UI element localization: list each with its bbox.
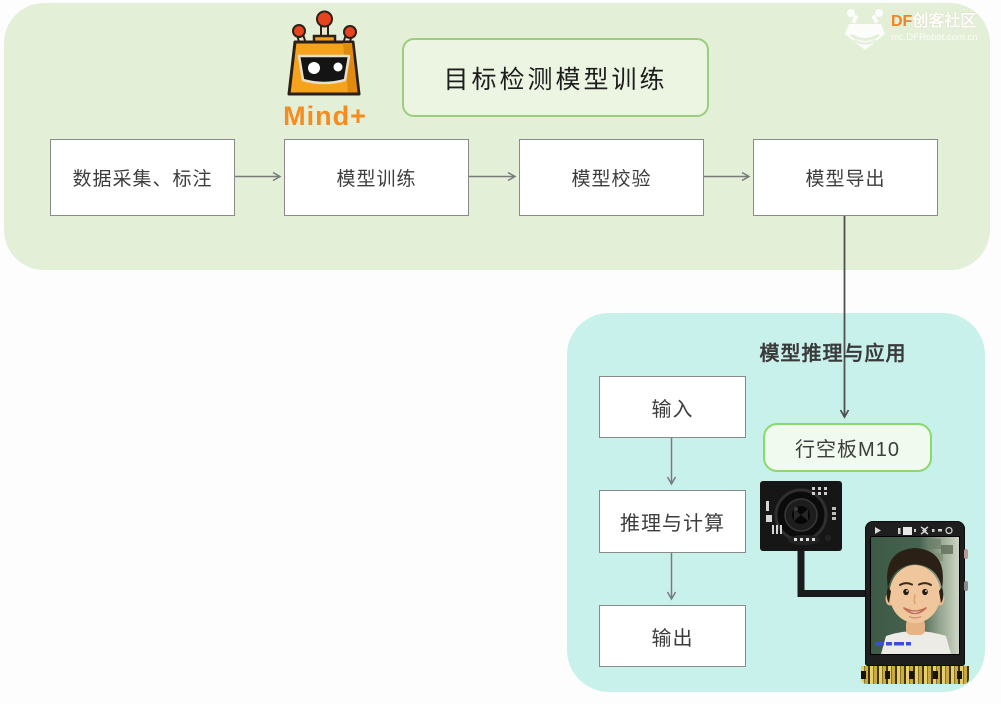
device-side-port: [964, 581, 968, 591]
watermark-brand: DF创客社区: [891, 12, 978, 32]
camera-module-image: [760, 481, 842, 551]
step-label: 推理与计算: [620, 513, 725, 535]
training-title: 目标检测模型训练: [443, 65, 668, 94]
training-title-box: 目标检测模型训练: [402, 38, 709, 117]
dfrobot-logo-icon: [845, 9, 885, 50]
step-inference-compute: 推理与计算: [599, 490, 746, 553]
boy-photo-image: [870, 536, 960, 655]
step-label: 数据采集、标注: [72, 169, 213, 190]
step-model-validation: 模型校验: [519, 139, 704, 216]
screen-caption-marks: [875, 642, 911, 646]
mindplus-logo: Mind+: [279, 10, 371, 132]
device-statusbar-icons: [875, 526, 953, 535]
step-input: 输入: [599, 376, 746, 438]
watermark-brand-df: DF: [891, 13, 913, 30]
inference-title: 模型推理与应用: [759, 343, 907, 365]
step-model-export: 模型导出: [753, 139, 938, 216]
step-label: 模型校验: [571, 169, 652, 190]
step-model-training: 模型训练: [284, 139, 469, 216]
device-side-button: [964, 549, 968, 559]
step-label: 输入: [651, 398, 694, 421]
step-output: 输出: [599, 605, 746, 667]
mindplus-logo-text: Mind+: [283, 101, 367, 131]
mindplus-robot-icon: [287, 10, 361, 96]
unihiker-board-label-box: 行空板M10: [763, 423, 932, 472]
device-gold-edge-connector: [861, 666, 969, 684]
unihiker-board-image: [861, 521, 969, 684]
step-label: 模型导出: [805, 169, 886, 190]
step-data-collection: 数据采集、标注: [50, 139, 235, 216]
watermark-url: mc.DFRobot.com.cn: [891, 32, 978, 43]
watermark-brand-community: 创客社区: [912, 13, 977, 30]
step-label: 模型训练: [336, 169, 417, 190]
dfrobot-watermark: DF创客社区 mc.DFRobot.com.cn: [843, 6, 993, 54]
board-label: 行空板M10: [795, 439, 900, 461]
step-label: 输出: [651, 627, 694, 650]
